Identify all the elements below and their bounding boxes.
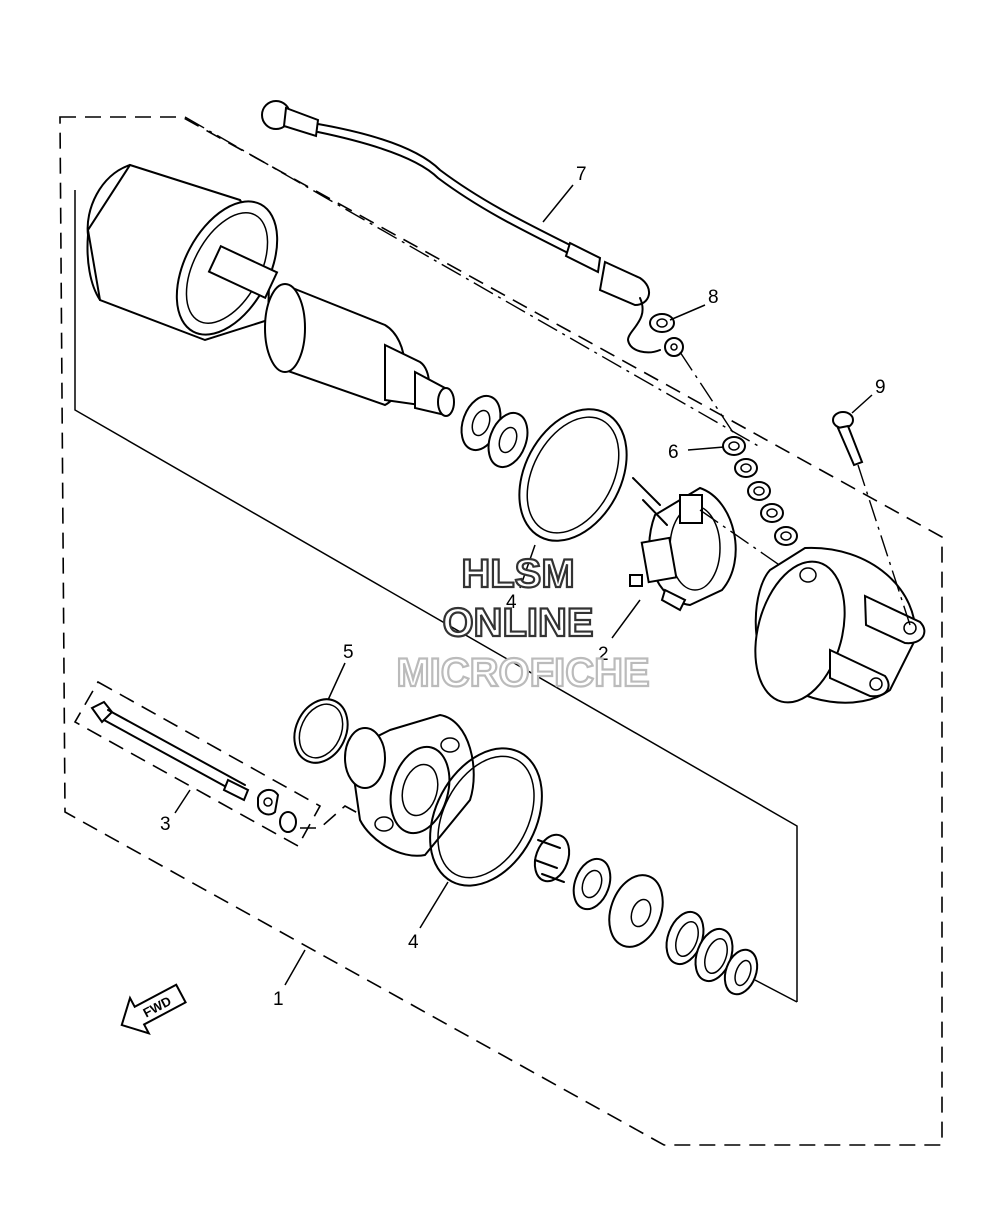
nut-8 [649,313,675,333]
callout-7: 7 [576,164,587,185]
callout-3: 3 [160,814,171,835]
o-ring-5 [293,698,349,764]
o-ring-lower [429,747,543,887]
bolt-o-ring [279,811,297,833]
leader-1 [284,949,306,986]
leader-9 [851,394,873,414]
oil-seal [572,857,612,911]
lead-wire [261,100,684,357]
watermark-line-1: HLSM [461,552,574,596]
callout-5: 5 [343,642,354,663]
needle-bearing [533,833,571,883]
callout-1: 1 [273,989,284,1010]
leader-4b [419,881,449,929]
leader-2 [611,599,641,639]
callout-9: 9 [875,377,886,398]
leader-5 [327,662,346,701]
leader-4a [519,544,536,589]
nut-washer-stack-6 [722,436,798,546]
bolt-9 [832,411,911,626]
callout-6: 6 [668,442,679,463]
watermark-line-3: MICROFICHE [396,651,649,695]
through-bolt [90,700,250,802]
armature [207,244,455,417]
callout-8: 8 [708,287,719,308]
leader-8 [669,304,706,321]
brush-holder [629,477,737,612]
o-ring-upper [518,408,628,542]
watermark-line-2: ONLINE [442,601,593,645]
leader-3 [174,789,191,814]
axis-frame [74,190,798,1002]
assembly-boundary [59,116,943,1146]
watermark: HLSM ONLINE MICROFICHE [395,551,651,696]
thrust-washer [487,411,529,469]
callout-4-lower: 4 [408,932,419,953]
fwd-arrow: FWD [120,983,187,1035]
bolt-washer [257,788,280,816]
leader-6 [687,446,725,451]
washer-large [608,874,664,948]
rear-cover [754,546,926,704]
callout-4-upper: 4 [506,592,517,613]
through-bolt-kit-boundary [73,680,322,848]
leader-7 [542,184,574,223]
callout-2: 2 [598,644,609,665]
front-cover [344,713,475,857]
